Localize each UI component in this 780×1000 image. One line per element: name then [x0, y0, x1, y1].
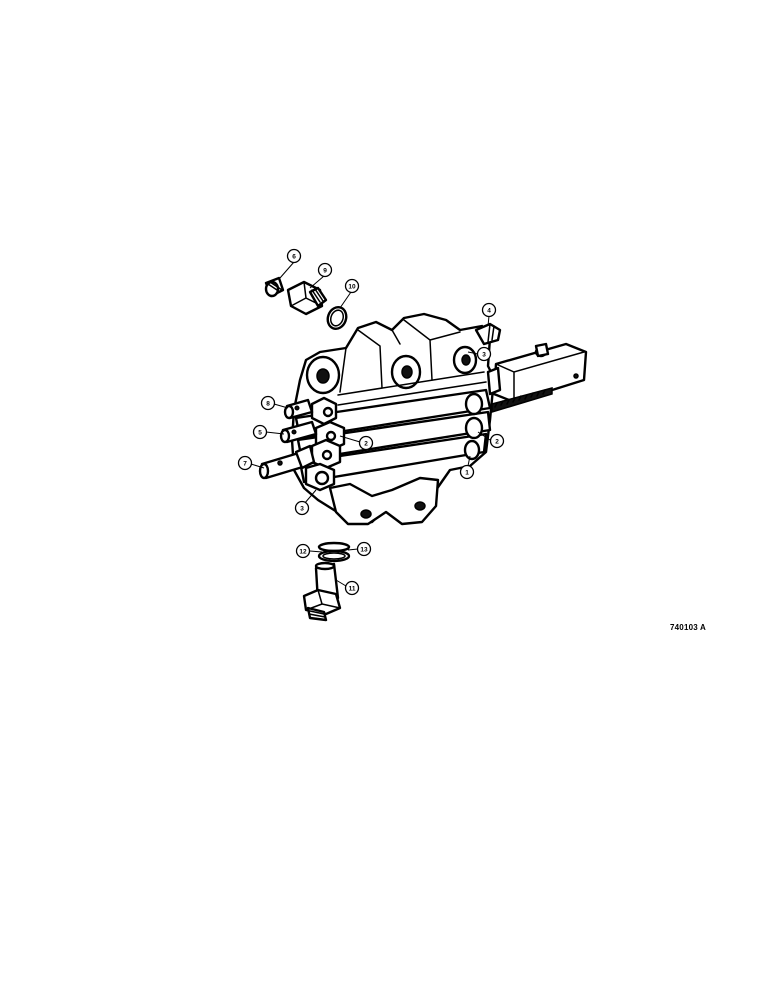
callout-5: 5 [252, 424, 268, 440]
callout-2a: 2 [358, 435, 374, 451]
callout-10: 10 [344, 278, 360, 294]
leader-lines [250, 261, 491, 587]
callout-1: 1 [459, 464, 475, 480]
callout-2b-label: 2 [495, 439, 499, 446]
callout-4: 4 [481, 302, 497, 318]
callout-6-label: 6 [292, 254, 296, 261]
spool-end-middle [279, 420, 318, 444]
callout-11-label: 11 [349, 586, 356, 593]
detent-housing [486, 342, 588, 414]
callout-9: 9 [317, 262, 333, 278]
callout-8: 8 [260, 395, 276, 411]
valve-body [290, 312, 496, 526]
callout-13: 13 [356, 541, 372, 557]
callout-9-label: 9 [323, 268, 327, 275]
relief-fitting-part [474, 322, 502, 346]
callout-11: 11 [344, 580, 360, 596]
callout-3b-label: 3 [300, 506, 304, 513]
callout-10-label: 10 [348, 284, 356, 291]
callout-12: 12 [295, 543, 311, 559]
callout-3a: 3 [476, 346, 492, 362]
callout-3b: 3 [294, 500, 310, 516]
callout-7: 7 [237, 455, 253, 471]
callout-5-label: 5 [258, 430, 262, 437]
callout-7-label: 7 [243, 461, 247, 468]
callout-8-label: 8 [266, 401, 270, 408]
lower-o-rings [317, 541, 351, 563]
callout-13-label: 13 [360, 547, 368, 554]
o-ring-part [326, 306, 348, 330]
callout-12-label: 12 [299, 549, 307, 556]
callout-4-label: 4 [487, 308, 491, 315]
figure-reference-code: 740103 A [670, 623, 706, 632]
lower-fitting-part [302, 561, 342, 622]
fitting-nut-part [286, 280, 328, 316]
plug-part [264, 276, 285, 298]
callout-2b: 2 [489, 433, 505, 449]
callout-3a-label: 3 [482, 352, 486, 359]
spool-end-upper [283, 398, 314, 420]
callout-6: 6 [286, 248, 302, 264]
callout-2a-label: 2 [364, 441, 368, 448]
callout-1-label: 1 [465, 470, 469, 477]
